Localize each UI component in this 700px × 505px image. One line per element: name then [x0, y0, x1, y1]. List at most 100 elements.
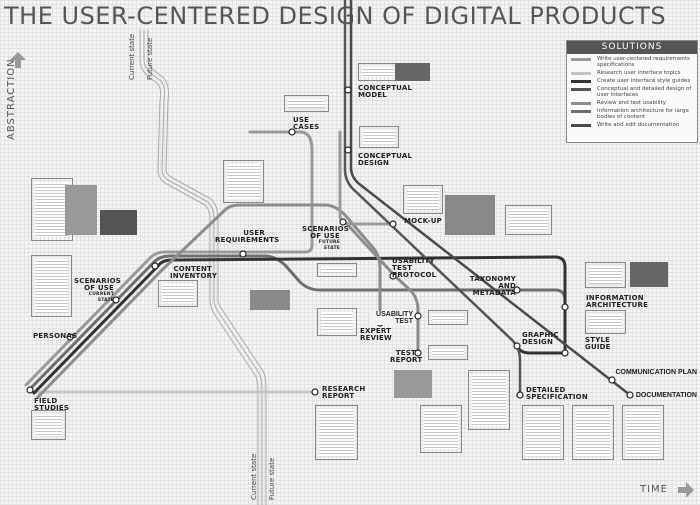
quote-box	[317, 308, 357, 336]
station-scenarios-current	[112, 296, 120, 304]
legend-item: Information architecture for large bodie…	[571, 108, 693, 120]
station-taxonomy	[513, 286, 521, 294]
legend-item: Review and test usability	[571, 100, 693, 106]
quote-box	[505, 205, 552, 235]
legend-swatch	[571, 102, 591, 105]
current-state-label-bottom: Current state	[250, 453, 258, 500]
station-content-inventory	[151, 262, 159, 270]
line-review-2	[343, 220, 420, 355]
page-title: THE USER-CENTERED DESIGN OF DIGITAL PROD…	[4, 2, 667, 30]
legend-label: Write user-centered requirements specifi…	[597, 56, 690, 68]
line-requirements	[24, 130, 314, 387]
quote-box	[428, 310, 468, 325]
quote-box	[572, 405, 614, 460]
photo	[65, 185, 97, 235]
quote-box	[585, 262, 626, 288]
legend-title: SOLUTIONS	[567, 41, 697, 54]
label-communication-plan: COMMUNICATION PLAN	[615, 369, 697, 376]
legend-label: Information architecture for large bodie…	[597, 108, 689, 120]
station-personas	[66, 333, 74, 341]
label-taxonomy: TAXONOMY AND METADATA	[469, 275, 516, 297]
label-information-architecture: INFORMATION ARCHITECTURE	[586, 294, 649, 309]
legend-label: Conceptual and detailed design of user i…	[597, 86, 692, 98]
legend: SOLUTIONS Write user-centered requiremen…	[566, 40, 698, 143]
station-usability-protocol	[389, 272, 397, 280]
station-graphic-design	[513, 342, 521, 350]
legend-label: Research user interface topics	[597, 70, 681, 76]
legend-item: Write and edit documentation	[571, 122, 693, 128]
station-mock-up	[389, 220, 397, 228]
line-documentation	[349, 0, 632, 397]
label-usability-test-protocol: USABILITY TEST PROTOCOL	[392, 257, 437, 279]
quote-box	[622, 405, 664, 460]
label-user-requirements: USER REQUIREMENTS	[215, 229, 280, 244]
legend-item: Conceptual and detailed design of user i…	[571, 86, 693, 98]
photo	[394, 370, 432, 398]
line-ia	[28, 254, 567, 391]
label-content-inventory: CONTENT INVENTORY	[170, 265, 218, 280]
label-expert-review: EXPERT REVIEW	[360, 327, 392, 342]
line-style	[32, 255, 567, 395]
station-user-requirements	[239, 250, 247, 258]
quote-box	[31, 178, 73, 241]
label-test-report: TEST REPORT	[390, 349, 423, 364]
quote-box	[284, 95, 329, 112]
station-style-guide	[561, 349, 569, 357]
label-use-cases: USE CASES	[293, 116, 320, 131]
legend-swatch	[571, 58, 591, 61]
quote-box	[223, 160, 264, 203]
station-usability-test	[414, 312, 422, 320]
label-detailed-specification: DETAILED SPECIFICATION	[526, 386, 588, 401]
station-test-report	[414, 349, 422, 357]
station-field-studies	[26, 386, 34, 394]
legend-label: Write and edit documentation	[597, 122, 680, 128]
station-communication-plan	[608, 376, 616, 384]
station-use-cases	[288, 128, 296, 136]
label-research-report: RESEARCH REPORT	[322, 385, 366, 400]
label-graphic-design: GRAPHIC DESIGN	[522, 331, 559, 346]
abstraction-arrow-icon	[10, 52, 26, 68]
quote-box	[315, 405, 358, 460]
quote-box	[31, 255, 72, 317]
label-conceptual-model: CONCEPTUAL MODEL	[358, 84, 413, 99]
label-usability-test: USABILITY TEST	[370, 311, 413, 325]
label-personas: PERSONAS	[33, 332, 78, 340]
state-line-current	[139, 29, 267, 505]
station-conceptual-design	[344, 146, 352, 154]
label-documentation: DOCUMENTATION	[635, 392, 697, 399]
time-axis-label: TIME	[640, 484, 669, 495]
quote-box	[468, 370, 510, 430]
legend-swatch	[571, 110, 591, 113]
legend-label: Review and test usability	[597, 100, 666, 106]
photo	[395, 63, 430, 81]
station-research-report	[311, 388, 319, 396]
station-information-architecture	[561, 303, 569, 311]
label-mock-up: MOCK-UP	[404, 217, 442, 225]
station-scenarios-future	[339, 218, 347, 226]
station-detailed-specification	[516, 391, 524, 399]
quote-box	[158, 280, 198, 307]
quote-box	[358, 63, 398, 81]
photo	[100, 210, 137, 235]
legend-swatch	[571, 124, 591, 127]
line-design	[343, 0, 522, 397]
quote-box	[522, 405, 564, 460]
legend-label: Create user interface style guides	[597, 78, 691, 84]
time-arrow-icon	[678, 482, 694, 498]
quote-box	[317, 263, 357, 277]
quote-box	[585, 310, 626, 334]
photo	[630, 262, 668, 287]
quote-box	[428, 345, 468, 360]
legend-swatch	[571, 88, 591, 91]
quote-box	[359, 126, 399, 148]
photo	[445, 195, 495, 235]
abstraction-axis-label: ABSTRACTION	[6, 58, 17, 140]
future-state-label-top: Future state	[146, 37, 154, 80]
current-state-label-top: Current state	[128, 33, 136, 80]
legend-item: Write user-centered requirements specifi…	[571, 56, 693, 68]
quote-box	[31, 410, 66, 440]
quote-box	[420, 405, 462, 453]
